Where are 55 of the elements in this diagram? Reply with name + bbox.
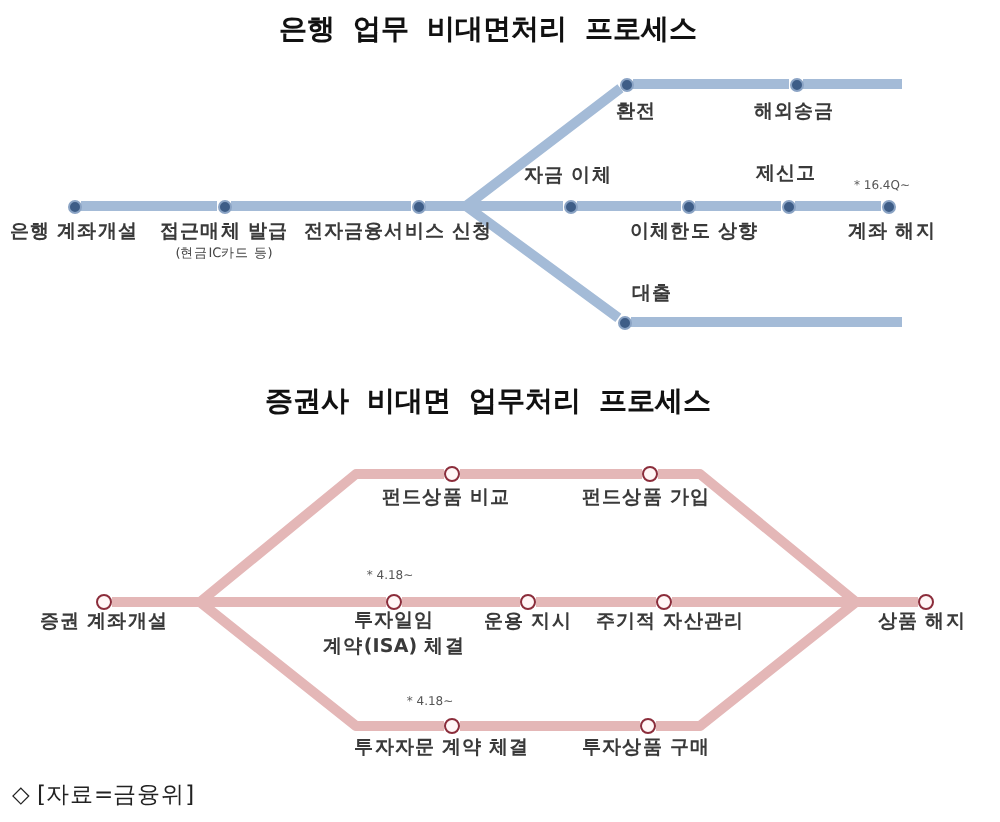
- route-line: [107, 469, 449, 731]
- station-label: 운용 지시: [484, 613, 572, 635]
- ring-icon: [444, 466, 460, 482]
- route-line: [577, 201, 681, 211]
- station-label: 자금 이체: [524, 167, 612, 189]
- route-line: [402, 597, 520, 607]
- route-line: [633, 79, 789, 89]
- station-label: 투자자문 계약 체결: [354, 739, 530, 761]
- station-label: 이체한도 상향: [630, 223, 758, 245]
- ring-icon: [918, 594, 934, 610]
- ring-icon: [444, 718, 460, 734]
- dot-icon: [881, 199, 895, 213]
- route-line: [460, 469, 642, 479]
- dot-icon: [617, 315, 631, 329]
- dot-icon: [67, 199, 81, 213]
- station-label: 계좌 해지: [848, 223, 936, 245]
- ring-icon: [96, 594, 112, 610]
- station-label: 환전: [615, 103, 657, 125]
- section-heading: 증권사 비대면 업무처리 프로세스: [265, 385, 711, 419]
- route-line: [795, 201, 881, 211]
- route-line: [695, 201, 781, 211]
- station-label: 대출: [631, 285, 673, 307]
- station-label: 주기적 자산관리: [595, 613, 745, 635]
- station-label: 전자금융서비스 신청: [303, 223, 493, 245]
- station-label: 투자상품 구매: [582, 739, 710, 761]
- ring-icon: [386, 594, 402, 610]
- route-line: [81, 201, 217, 211]
- route-line: [631, 317, 902, 327]
- ring-icon: [656, 594, 672, 610]
- ring-icon: [642, 466, 658, 482]
- dot-icon: [789, 77, 803, 91]
- station-label: 은행 계좌개설: [10, 223, 138, 245]
- route-line: [460, 721, 640, 731]
- station-label: 펀드상품 가입: [582, 489, 710, 511]
- dot-icon: [619, 77, 633, 91]
- ring-icon: [520, 594, 536, 610]
- station-label: 상품 해지: [878, 613, 966, 635]
- dot-icon: [781, 199, 795, 213]
- dot-icon: [217, 199, 231, 213]
- section-heading: 은행 업무 비대면처리 프로세스: [279, 13, 697, 47]
- station-label: 접근매체 발급: [160, 223, 288, 245]
- dot-icon: [563, 199, 577, 213]
- ring-icon: [640, 718, 656, 734]
- source-note: ◇ [자료=금융위]: [12, 782, 195, 809]
- station-label: 증권 계좌개설: [40, 613, 168, 635]
- dot-icon: [681, 199, 695, 213]
- station-label: 펀드상품 비교: [382, 489, 510, 511]
- station-label: 해외송금: [753, 103, 835, 125]
- route-line: [536, 597, 656, 607]
- dot-icon: [411, 199, 425, 213]
- route-line: [231, 201, 411, 211]
- route-line: [651, 469, 923, 731]
- station-label: 투자일임 계약(ISA) 체결: [323, 610, 465, 662]
- station-label: 제신고: [755, 165, 817, 187]
- route-line: [803, 79, 902, 89]
